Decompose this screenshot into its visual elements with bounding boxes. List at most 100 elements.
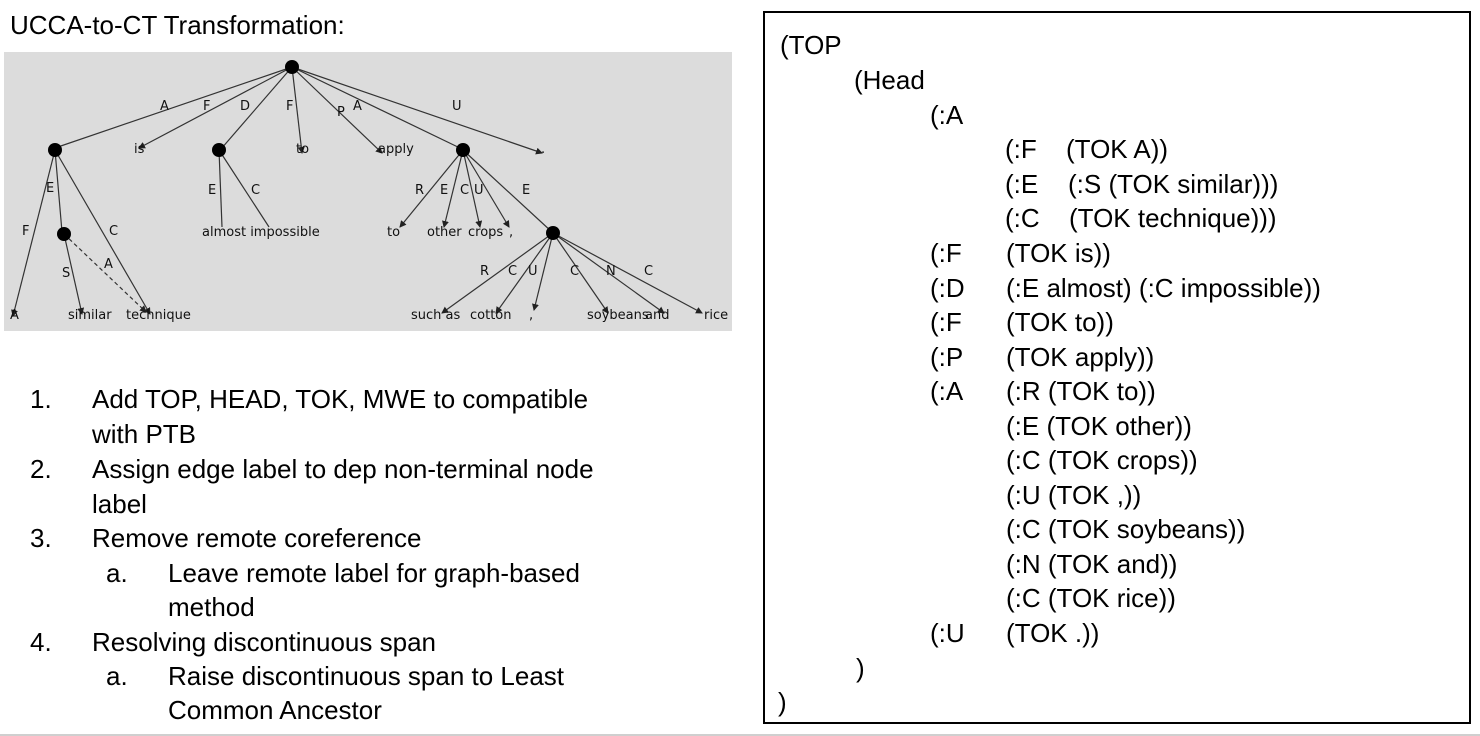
ctree-line: ) bbox=[856, 653, 865, 683]
edge-d-almost bbox=[218, 149, 223, 228]
ctree-line: (:P bbox=[930, 342, 964, 372]
step-text: label bbox=[92, 489, 147, 519]
ctree-line: (:C bbox=[1005, 203, 1040, 233]
ctree-line: (:E almost) (:C impossible)) bbox=[1006, 273, 1321, 303]
ctree-line: (:F bbox=[1005, 134, 1037, 164]
ctree-line: (:N (TOK and)) bbox=[1006, 549, 1178, 579]
edge-label-c5: C bbox=[570, 264, 579, 279]
edge-root-is bbox=[138, 66, 293, 149]
edge-label-c6: C bbox=[644, 264, 653, 279]
edge-left-c bbox=[54, 149, 151, 315]
step-number: 2. bbox=[30, 454, 52, 484]
ctree-line: (TOP bbox=[780, 30, 842, 60]
leaf-cotton: cotton bbox=[470, 308, 512, 323]
leaf-apply: apply bbox=[378, 142, 414, 157]
constituency-tree-box: (TOP (Head (:A (:F (TOK A)) (:E (:S (TOK… bbox=[763, 11, 1471, 724]
ctree-line: (Head bbox=[854, 65, 925, 95]
step-text: Assign edge label to dep non-terminal no… bbox=[92, 454, 594, 484]
ctree-line: (:U bbox=[930, 618, 965, 648]
node-e bbox=[57, 227, 71, 241]
leaf-soybeans: soybeans bbox=[587, 308, 649, 323]
leaf-such-as: such as bbox=[411, 308, 460, 323]
ctree-line: ) bbox=[778, 687, 787, 717]
edge-root-a bbox=[51, 66, 293, 151]
edge-label-e3: E bbox=[440, 183, 448, 198]
leaf-technique: technique bbox=[126, 308, 191, 323]
ctree-line: (:R (TOK to)) bbox=[1006, 376, 1156, 406]
edge-label-f2: F bbox=[286, 99, 293, 114]
ctree-line: (TOK apply)) bbox=[1006, 342, 1155, 372]
ctree-line: (:S (TOK similar))) bbox=[1068, 169, 1279, 199]
leaf-crops: crops bbox=[468, 225, 503, 240]
edge-label-r: R bbox=[415, 183, 424, 198]
bottom-divider bbox=[0, 734, 1480, 736]
step-number: 1. bbox=[30, 384, 52, 414]
edge-label-u3: U bbox=[528, 264, 538, 279]
step-number: 4. bbox=[30, 627, 52, 657]
edge-label-e4: E bbox=[522, 183, 530, 198]
leaf-similar: similar bbox=[68, 308, 112, 323]
node-a bbox=[48, 143, 62, 157]
edge-label-c2: C bbox=[251, 183, 260, 198]
ucca-graph-panel: A F D F P A U E F C S A E C R E C U E R … bbox=[4, 52, 732, 331]
edge-root-apply bbox=[291, 66, 383, 154]
leaf-rice: rice bbox=[704, 308, 728, 323]
ctree-line: (:F bbox=[930, 307, 962, 337]
step-text: Remove remote coreference bbox=[92, 523, 422, 553]
ctree-line: (TOK to)) bbox=[1006, 307, 1114, 337]
edge-a-crops bbox=[462, 149, 483, 228]
edge-label-c4: C bbox=[508, 264, 517, 279]
ctree-line: (:F bbox=[930, 238, 962, 268]
leaf-comma2: , bbox=[529, 308, 533, 323]
edge-label-c: C bbox=[109, 224, 118, 239]
ctree-line: (TOK is)) bbox=[1006, 238, 1111, 268]
ctree-line: (:C (TOK rice)) bbox=[1006, 583, 1176, 613]
node-d bbox=[212, 143, 226, 157]
step-text: Raise discontinuous span to Least bbox=[168, 661, 565, 691]
leaf-to2: to bbox=[387, 225, 400, 240]
ctree-line: (:E bbox=[1005, 169, 1039, 199]
step-number: a. bbox=[106, 558, 128, 588]
leaf-dot: . bbox=[541, 142, 545, 157]
edge-root-dot bbox=[291, 66, 543, 155]
ctree-line: (TOK A)) bbox=[1066, 134, 1169, 164]
ucca-graph: A F D F P A U E F C S A E C R E C U E R … bbox=[10, 60, 728, 323]
leaf-and: and bbox=[645, 308, 669, 323]
step-text: with PTB bbox=[92, 419, 197, 449]
edge-root-d bbox=[220, 66, 293, 150]
edge-label-r2: R bbox=[480, 264, 489, 279]
edge-remote-a bbox=[63, 233, 147, 313]
ctree-line: (:C (TOK crops)) bbox=[1006, 445, 1198, 475]
ctree-line: (:A bbox=[930, 100, 964, 130]
step-text: Add TOP, HEAD, TOK, MWE to compatible bbox=[92, 384, 589, 414]
edge-label-a: A bbox=[160, 99, 169, 114]
edge-label-u2: U bbox=[474, 183, 484, 198]
edge-e-rice bbox=[552, 232, 703, 314]
ctree-line: (:A bbox=[930, 376, 964, 406]
step-number: a. bbox=[106, 661, 128, 691]
edge-e-such bbox=[441, 232, 554, 314]
step-text: Resolving discontinuous span bbox=[92, 627, 436, 657]
leaf-almost-impossible: almost impossible bbox=[202, 225, 320, 240]
step-text: Leave remote label for graph-based bbox=[168, 558, 580, 588]
edge-label-e2: E bbox=[208, 183, 216, 198]
edge-left-f bbox=[11, 149, 56, 317]
edge-left-e bbox=[54, 149, 63, 233]
edge-s-similar bbox=[63, 233, 85, 315]
edge-label-p: P bbox=[337, 105, 345, 120]
edge-e-comma bbox=[532, 232, 554, 311]
ctree-line: (:C (TOK soybeans)) bbox=[1006, 514, 1246, 544]
leaf-other: other bbox=[427, 225, 462, 240]
edge-a-to bbox=[399, 149, 464, 228]
leaf-to: to bbox=[296, 142, 309, 157]
edge-e-cotton bbox=[495, 232, 554, 314]
edge-d-impossible bbox=[218, 149, 270, 228]
leaf-is: is bbox=[134, 142, 145, 157]
edge-label-c3: C bbox=[460, 183, 469, 198]
edge-label-e: E bbox=[46, 181, 54, 196]
ctree-line: (:U (TOK ,)) bbox=[1006, 480, 1142, 510]
node-e2 bbox=[546, 226, 560, 240]
step-text: method bbox=[168, 592, 255, 622]
edge-label-a2: A bbox=[353, 99, 362, 114]
edge-label-remote-a: A bbox=[104, 257, 113, 272]
